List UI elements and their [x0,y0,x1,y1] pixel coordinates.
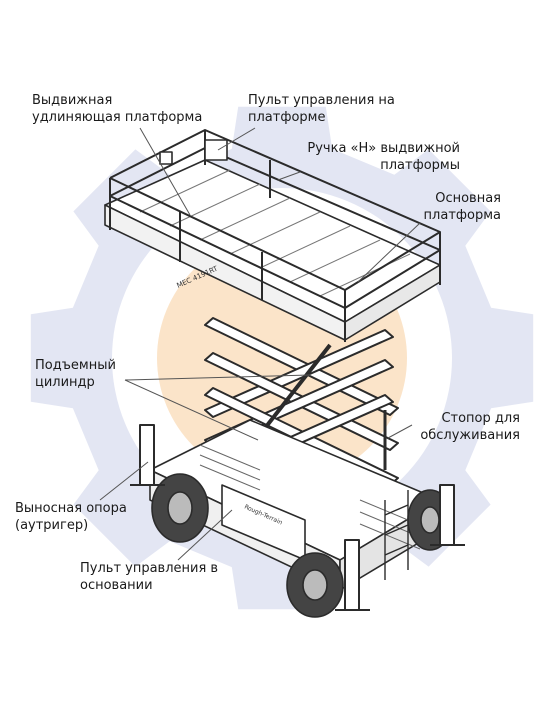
ladder [384,490,409,580]
lift-drawing [104,129,465,618]
label-lift-cylinder: Подъемный цилиндр [35,358,116,390]
label-platform-control: Пульт управления на платформе [248,93,395,125]
label-outrigger: Выносная опора (аутригер) [15,501,127,533]
label-h-handle: Ручка «Н» выдвижной платформы [307,141,460,173]
label-main-platform: Основная платформа [423,191,501,223]
label-maintenance-stop: Стопор для обслуживания [420,411,520,443]
label-extension-platform: Выдвижная удлиняющая платформа [32,93,203,125]
outriggers [130,424,465,611]
wheels [151,473,453,618]
leader-lines [99,127,421,561]
scissor-arms [204,317,399,486]
platform-control-box [204,139,228,161]
label-base-control: Пульт управления в основании [80,561,219,593]
